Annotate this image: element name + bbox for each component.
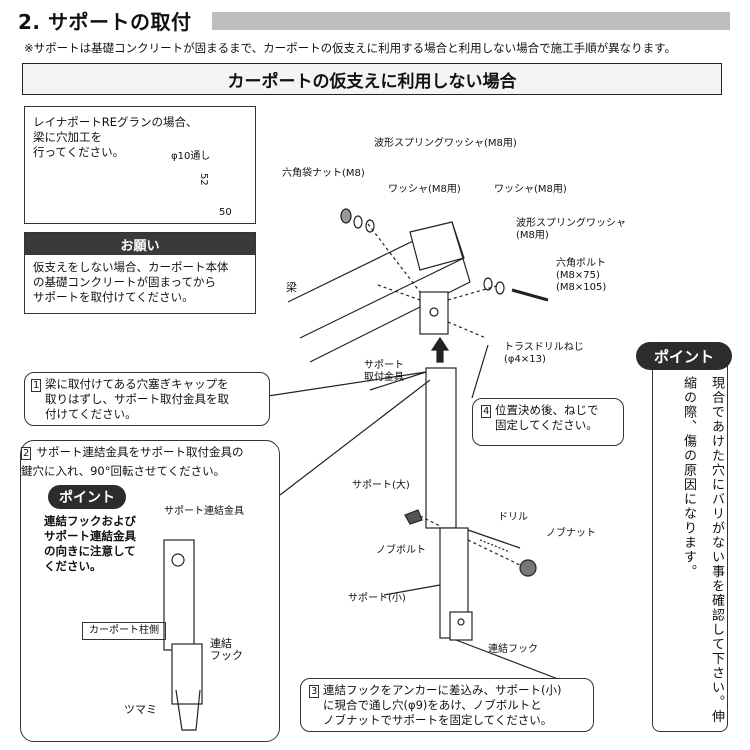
label-beam: 梁 (286, 281, 297, 294)
label-drill: ドリル (498, 512, 528, 523)
point-a-badge: ポイント (48, 485, 126, 509)
label-wave-washer-right: 波形スプリングワッシャ (M8用) (516, 218, 626, 241)
notice-text: ※サポートは基礎コンクリートが固まるまで、カーポートの仮支えに利用する場合と利用… (24, 41, 677, 55)
label-support-bracket: サポート 取付金具 (364, 360, 404, 383)
section-title: 2. サポートの取付 (18, 10, 192, 34)
label-hex-cap-nut: 六角袋ナット(M8) (282, 168, 365, 179)
dim-vertical: 52 (198, 173, 209, 186)
step-3-number: 3 (309, 685, 320, 698)
request-heading: お願い (25, 233, 255, 255)
step-2-frame: 2 サポート連結金具をサポート取付金具の 鍵穴に入れ、90°回転させてください。 (20, 440, 280, 742)
label-knob-nut: ノブナット (546, 528, 596, 539)
label-wave-washer-top: 波形スプリングワッシャ(M8用) (374, 138, 517, 149)
step-1-box: 1 梁に取付けてある穴塞ぎキャップを 取りはずし、サポート取付金具を取 付けてく… (24, 372, 270, 426)
procedure-banner: カーポートの仮支えに利用しない場合 (22, 63, 722, 95)
label-washer-right: ワッシャ(M8用) (494, 184, 567, 195)
label-support-large: サポート(大) (352, 480, 410, 491)
step-4-text: 位置決め後、ねじで 固定してください。 (495, 403, 599, 432)
step-2-text: サポート連結金具をサポート取付金具の 鍵穴に入れ、90°回転させてください。 (21, 445, 244, 478)
label-knob-bolt: ノブボルト (376, 545, 426, 556)
label-hex-bolt: 六角ボルト (M8×75) (M8×105) (556, 258, 607, 293)
step-3-text: 連結フックをアンカーに差込み、サポート(小) に現合で通し穴(φ9)をあけ、ノブ… (323, 683, 562, 727)
request-box: お願い 仮支えをしない場合、カーポート本体 の基礎コンクリートが固まってから サ… (24, 232, 256, 314)
part-label-connector: サポート連結金具 (164, 506, 244, 517)
point-b-badge: ポイント (636, 342, 732, 370)
post-side-label: カーポート柱側 (82, 622, 166, 640)
reina-note-text: レイナポートREグランの場合、 梁に穴加工を 行ってください。 (33, 115, 198, 159)
label-support-small: サポート(小) (348, 593, 406, 604)
label-washer-left: ワッシャ(M8用) (388, 184, 461, 195)
title-bar (212, 12, 730, 30)
step-3-box: 3 連結フックをアンカーに差込み、サポート(小) に現合で通し穴(φ9)をあけ、… (300, 678, 594, 732)
request-text: 仮支えをしない場合、カーポート本体 の基礎コンクリートが固まってから サポートを… (33, 260, 229, 304)
step-1-number: 1 (31, 379, 42, 392)
hole-label: φ10通し (171, 151, 211, 162)
knob-label: ツマミ (124, 703, 157, 716)
label-connect-hook: 連結フック (488, 644, 538, 655)
step-4-number: 4 (481, 405, 492, 418)
step-4-box: 4 位置決め後、ねじで 固定してください。 (472, 398, 624, 446)
point-b-text: 現合であけた穴にバリがない事を確認して下さい。伸縮の際、傷の原因になります。 (681, 376, 724, 724)
label-truss-screw: トラスドリルねじ (φ4×13) (504, 342, 584, 365)
point-a-text: 連結フックおよび サポート連結金具 の向きに注意して ください。 (44, 514, 136, 573)
step-1-text: 梁に取付けてある穴塞ぎキャップを 取りはずし、サポート取付金具を取 付けてくださ… (45, 377, 229, 421)
dim-horizontal: 50 (219, 207, 232, 218)
hook-label: 連結 フック (210, 637, 243, 662)
reina-note-box: レイナポートREグランの場合、 梁に穴加工を 行ってください。 φ10通し 52… (24, 106, 256, 224)
step-2-number: 2 (21, 447, 32, 460)
